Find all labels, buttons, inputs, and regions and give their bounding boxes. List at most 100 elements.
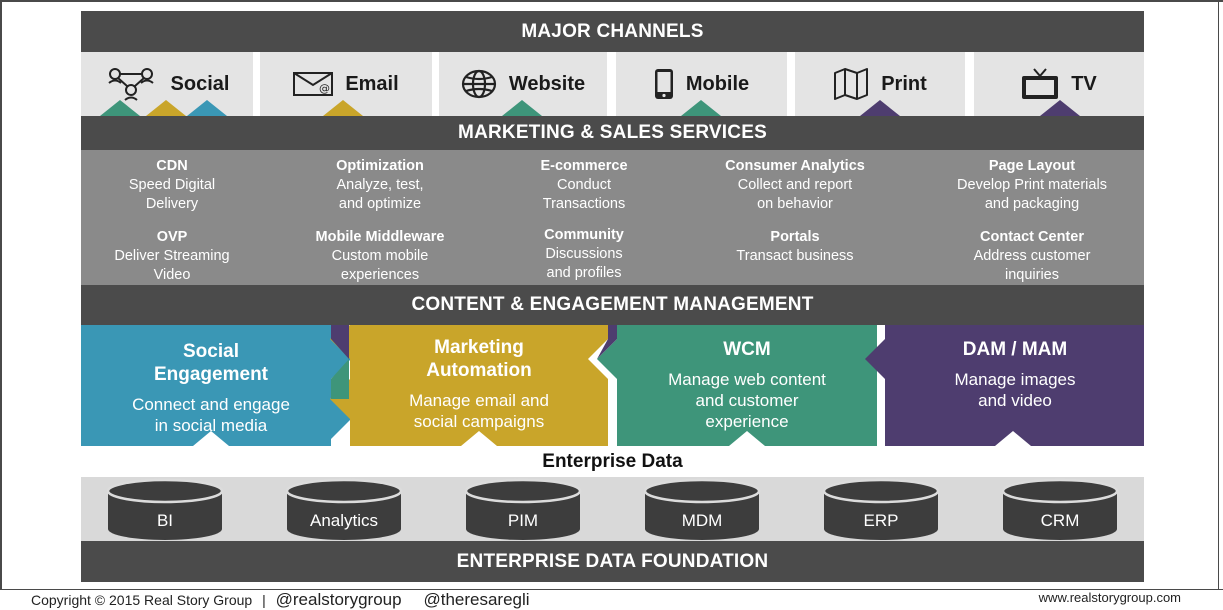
service-title: CDN [156, 158, 188, 174]
service-mobile-middleware: Mobile Middleware Custom mobile experien… [280, 228, 480, 285]
service-ovp: OVP Deliver Streaming Video [72, 228, 272, 285]
service-consumer-analytics: Consumer Analytics Collect and report on… [695, 157, 895, 214]
service-title: Consumer Analytics [725, 158, 865, 174]
service-title: OVP [156, 229, 188, 245]
service-desc: Collect and report [737, 177, 853, 193]
folded-map-icon [833, 68, 869, 100]
database-label: MDM [681, 511, 723, 530]
cem-desc: Manage images [954, 370, 1076, 389]
cem-shapes [81, 325, 1144, 446]
cem-wcm: WCM Manage web content and customer expe… [632, 338, 862, 459]
service-desc: Conduct [556, 177, 611, 193]
database-label: ERP [863, 511, 899, 530]
database-bi: BI [106, 477, 224, 541]
frame-bottom-border [0, 589, 1223, 590]
globe-icon [461, 69, 497, 99]
cem-title: Social [183, 341, 239, 362]
database-pim: PIM [464, 477, 582, 541]
service-cdn: CDN Speed Digital Delivery [72, 157, 272, 214]
footer-left: Copyright © 2015 Real Story Group | @rea… [31, 590, 530, 610]
enterprise-foundation-header: ENTERPRISE DATA FOUNDATION [81, 541, 1144, 582]
connector-triangle [502, 100, 542, 116]
cem-desc: Connect and engage [132, 395, 290, 414]
footer-separator: | [262, 592, 266, 608]
database-icon [464, 478, 582, 540]
service-desc: Transact business [736, 248, 854, 264]
service-desc: Deliver Streaming [114, 248, 230, 264]
service-portals: Portals Transact business [695, 228, 895, 266]
twitter-handle-realstorygroup[interactable]: @realstorygroup [275, 590, 402, 609]
service-contact-center: Contact Center Address customer inquirie… [917, 228, 1147, 285]
channel-label: TV [1071, 72, 1097, 95]
database-icon [1001, 478, 1119, 540]
service-desc: Delivery [145, 196, 199, 212]
channel-email: @ Email [260, 52, 432, 116]
service-desc: Video [153, 267, 191, 283]
wcm-shape [597, 325, 877, 446]
service-community: Community Discussions and profiles [484, 226, 684, 283]
cem-dam-mam: DAM / MAM Manage images and video [900, 338, 1130, 459]
website-link[interactable]: www.realstorygroup.com [1038, 590, 1181, 605]
cem-desc: and video [978, 391, 1052, 410]
cem-desc: experience [705, 412, 789, 431]
connector-triangle [187, 100, 227, 116]
cem-social-engagement: Social Engagement Connect and engage in … [96, 340, 326, 461]
connector-triangle [860, 100, 900, 116]
service-title: Community [544, 227, 624, 243]
accent-shape [597, 325, 617, 359]
database-label: CRM [1040, 511, 1080, 530]
channel-label: Email [345, 72, 399, 95]
frame-left-border [0, 0, 2, 590]
service-title: Optimization [336, 158, 424, 174]
pointer-triangle [729, 431, 765, 446]
connector-triangle [323, 100, 363, 116]
tv-icon [1021, 68, 1059, 100]
database-crm: CRM [1001, 477, 1119, 541]
database-icon [822, 478, 940, 540]
database-erp: ERP [822, 477, 940, 541]
connector-triangle [146, 100, 186, 116]
dam-mam-shape [865, 325, 1144, 446]
mobile-phone-icon [654, 68, 674, 100]
service-page-layout: Page Layout Develop Print materials and … [917, 157, 1147, 214]
enterprise-data-label: Enterprise Data [542, 451, 683, 472]
service-optimization: Optimization Analyze, test, and optimize [280, 157, 480, 214]
service-desc: Speed Digital [128, 177, 216, 193]
accent-shape [331, 325, 349, 359]
twitter-handle-theresaregli[interactable]: @theresaregli [423, 590, 530, 609]
database-mdm: MDM [643, 477, 761, 541]
cem-title: Automation [426, 360, 532, 381]
cem-marketing-automation: Marketing Automation Manage email and so… [364, 336, 594, 457]
channel-label: Mobile [685, 72, 750, 95]
copyright-text: Copyright © 2015 Real Story Group [31, 592, 253, 608]
pointer-triangle [461, 431, 497, 446]
service-title: Portals [770, 229, 820, 245]
marketing-automation-shape [330, 325, 608, 446]
database-label: BI [156, 511, 174, 530]
pointer-triangle [995, 431, 1031, 446]
service-desc: and packaging [984, 196, 1080, 212]
database-label: Analytics [309, 511, 379, 530]
service-desc: Discussions [545, 246, 623, 262]
connector-triangle [1040, 100, 1080, 116]
channel-label: Website [508, 72, 586, 95]
service-title: Page Layout [988, 158, 1076, 174]
major-channels-header: MAJOR CHANNELS [81, 11, 1144, 52]
cem-desc: Manage email and [409, 391, 549, 410]
service-title: Contact Center [980, 229, 1084, 245]
pointer-triangle [193, 431, 229, 446]
svg-text:@: @ [319, 82, 330, 95]
connector-triangle [100, 100, 140, 116]
people-network-icon [105, 66, 159, 102]
service-desc: Transactions [542, 196, 626, 212]
database-icon [285, 478, 403, 540]
frame-top-border [0, 0, 1223, 2]
cem-desc: Manage web content [668, 370, 826, 389]
service-desc: experiences [340, 267, 420, 283]
social-engagement-shape [81, 325, 351, 446]
content-engagement-header: CONTENT & ENGAGEMENT MANAGEMENT [81, 285, 1144, 325]
service-title: E-commerce [540, 158, 628, 174]
cem-title: Marketing [434, 337, 524, 358]
service-desc: Develop Print materials [957, 177, 1107, 193]
services-panel [81, 150, 1144, 285]
